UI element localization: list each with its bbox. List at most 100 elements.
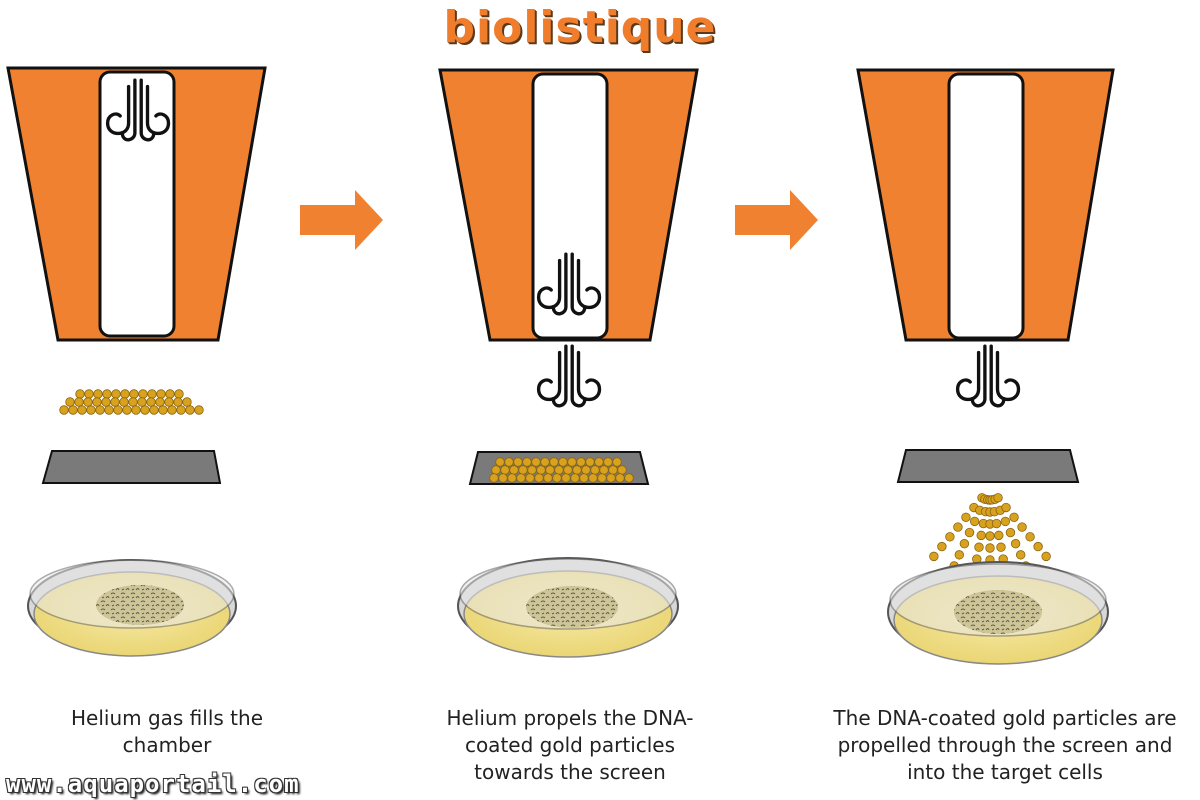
- gold-particle: [1033, 541, 1043, 552]
- gold-particle: [489, 473, 499, 483]
- gold-particle: [504, 457, 514, 467]
- gold-particle: [95, 405, 105, 415]
- gold-particle: [953, 522, 963, 532]
- gold-particle: [531, 457, 541, 467]
- gold-particle: [597, 473, 607, 483]
- caption-line: chamber: [122, 733, 212, 757]
- gold-particle: [985, 543, 995, 553]
- gun-chamber-1: [6, 66, 267, 342]
- gold-particle: [146, 397, 156, 407]
- gold-particle: [617, 465, 627, 475]
- gold-particle: [545, 465, 555, 475]
- gold-particle: [174, 389, 184, 399]
- stopping-screen-1: [41, 450, 222, 484]
- gold-particle: [606, 473, 616, 483]
- gold-particle: [122, 405, 132, 415]
- gold-particle: [576, 457, 586, 467]
- gold-particle: [83, 397, 93, 407]
- gold-particle: [156, 389, 166, 399]
- gold-particle: [155, 397, 165, 407]
- gold-particle: [513, 457, 523, 467]
- gold-particle: [498, 473, 508, 483]
- gold-particle: [608, 465, 618, 475]
- gold-particle: [615, 473, 625, 483]
- gold-particle: [1025, 532, 1035, 542]
- gold-particle: [540, 457, 550, 467]
- gold-particle: [599, 465, 609, 475]
- gold-particle: [961, 512, 971, 522]
- gold-particle: [158, 405, 168, 415]
- gold-particle: [516, 473, 526, 483]
- arrow-right-icon: [300, 190, 383, 250]
- gold-particle: [588, 473, 598, 483]
- gold-particle: [567, 457, 577, 467]
- step-3: [856, 68, 1115, 665]
- diagram-title: biolistique: [443, 2, 717, 53]
- gold-particle: [554, 465, 564, 475]
- gold-particle: [495, 457, 505, 467]
- gold-particle: [594, 457, 604, 467]
- gold-particle: [581, 465, 591, 475]
- gold-particle: [969, 516, 980, 527]
- gold-particle: [964, 527, 975, 538]
- gold-particle: [1001, 502, 1011, 513]
- gold-particle: [1017, 522, 1027, 532]
- gold-particle: [59, 405, 69, 415]
- gold-particle: [140, 405, 150, 415]
- gold-particle: [985, 531, 995, 541]
- gold-particle: [612, 457, 622, 467]
- caption-line: towards the screen: [474, 760, 666, 784]
- gold-particle: [976, 530, 986, 541]
- gold-particle: [994, 530, 1004, 541]
- gold-particle: [167, 405, 177, 415]
- gold-particles-3: [929, 493, 1051, 577]
- gold-particle: [522, 457, 532, 467]
- petri-dish-3: [887, 561, 1109, 665]
- gold-particle: [1000, 516, 1011, 527]
- gold-particle: [991, 518, 1002, 529]
- gold-particle: [527, 465, 537, 475]
- caption-line: propelled through the screen and: [837, 733, 1173, 757]
- caption-line: coated gold particles: [464, 733, 676, 757]
- gold-particle: [74, 397, 84, 407]
- gun-chamber-2: [438, 68, 699, 342]
- gold-particles-1: [59, 389, 204, 415]
- gold-particle: [929, 551, 939, 562]
- gold-particle: [137, 397, 147, 407]
- step-1-caption: Helium gas fills the chamber: [0, 705, 337, 759]
- gold-particle: [585, 457, 595, 467]
- gold-particle: [558, 457, 568, 467]
- gold-particle: [954, 550, 964, 560]
- gold-particle: [561, 473, 571, 483]
- gold-particle: [509, 465, 519, 475]
- gold-particle: [507, 473, 517, 483]
- step-2: [438, 68, 699, 658]
- gold-particle: [624, 473, 634, 483]
- gold-particle: [65, 397, 75, 407]
- gold-particle: [945, 532, 955, 542]
- gold-particle: [101, 397, 111, 407]
- gold-particle: [1041, 551, 1051, 562]
- gold-particle: [543, 473, 553, 483]
- caption-line: into the target cells: [907, 760, 1103, 784]
- gold-particle: [113, 405, 123, 415]
- gold-particle: [84, 389, 94, 399]
- gold-particle: [996, 542, 1006, 552]
- gold-particle: [173, 397, 183, 407]
- gold-particle: [128, 397, 138, 407]
- gold-particle: [563, 465, 573, 475]
- gold-particle: [572, 465, 582, 475]
- step-2-caption: Helium propels the DNA- coated gold part…: [405, 705, 735, 786]
- gold-particle: [1010, 539, 1021, 549]
- gold-particle: [176, 405, 186, 415]
- gold-particle: [111, 389, 121, 399]
- gold-particles-2: [489, 457, 634, 483]
- gold-particle: [104, 405, 114, 415]
- caption-line: Helium gas fills the: [70, 706, 263, 730]
- gold-particle: [194, 405, 204, 415]
- helium-gas-3: [955, 344, 1021, 408]
- watermark: www.aquaportail.com: [6, 770, 300, 798]
- step-1: [6, 66, 267, 657]
- gold-particle: [959, 539, 970, 549]
